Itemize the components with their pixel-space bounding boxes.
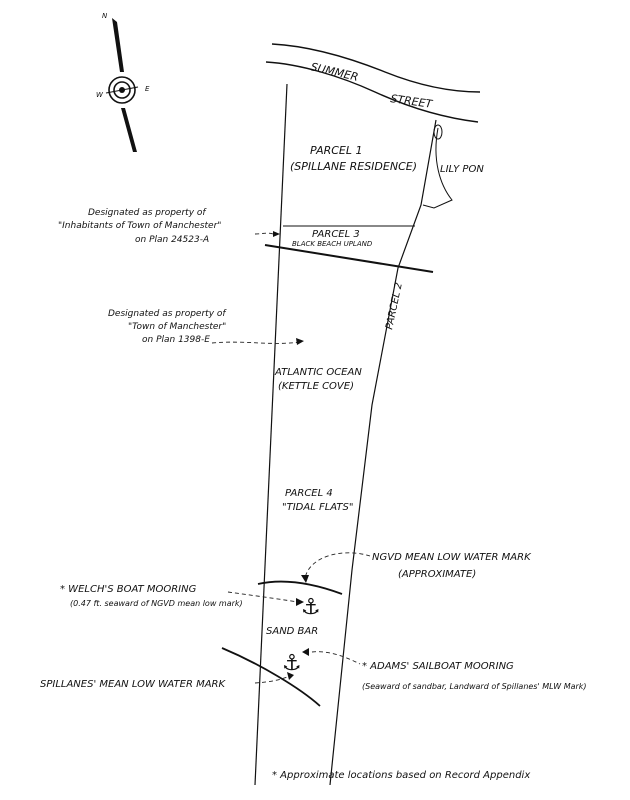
adams-anchor-icon: ⚓ xyxy=(282,651,302,676)
parcel-2-label: PARCEL 2 xyxy=(384,282,405,331)
compass-west-label: W xyxy=(96,91,104,99)
inhabitants-note-2: "Inhabitants of Town of Manchester" xyxy=(58,221,221,231)
welch-mooring-note: (0.47 ft. seaward of NGVD mean low mark) xyxy=(70,599,243,608)
spillane-arrow xyxy=(287,672,294,680)
welch-anchor-icon: ⚓ xyxy=(301,595,321,620)
summer-street-north-edge xyxy=(271,43,481,93)
compass-outer-ring xyxy=(108,76,136,104)
parcel-1-sub: (SPILLANE RESIDENCE) xyxy=(290,160,417,173)
parcel-3-south-line xyxy=(264,244,434,273)
compass-east-west-bar xyxy=(105,86,139,94)
inhabitants-note-1: Designated as property of xyxy=(88,208,207,218)
parcel-1-label: PARCEL 1 xyxy=(310,144,363,157)
compass-rose: N E W xyxy=(96,12,150,152)
spillane-mlw-label: SPILLANES' MEAN LOW WATER MARK xyxy=(40,679,227,690)
inhabitants-note-3: on Plan 24523-A xyxy=(135,235,209,245)
summer-label: SUMMER xyxy=(309,60,359,84)
compass-inner-ring xyxy=(113,81,131,99)
welch-arrow xyxy=(296,598,304,606)
adams-arrow xyxy=(302,648,309,656)
strip-east-boundary xyxy=(329,119,437,786)
compass-east-label: E xyxy=(145,85,150,93)
spillane-low-water-line xyxy=(221,647,321,707)
town-arrow xyxy=(296,338,304,345)
parcel-3-label: PARCEL 3 xyxy=(312,229,360,240)
welch-mooring-label: * WELCH'S BOAT MOORING xyxy=(60,584,197,595)
footnote: * Approximate locations based on Record … xyxy=(272,770,530,781)
parcel-4-sub: "TIDAL FLATS" xyxy=(282,502,353,513)
town-note-1: Designated as property of xyxy=(108,309,227,319)
adams-mooring-note: (Seaward of sandbar, Landward of Spillan… xyxy=(362,682,587,691)
town-note-3: on Plan 1398-E xyxy=(142,335,210,345)
ngvd-arrow xyxy=(301,575,309,583)
adams-leader xyxy=(311,651,361,665)
lily-pond-label: LILY PON xyxy=(440,164,484,175)
lily-pond-outlet xyxy=(433,124,443,140)
inhabitants-leader xyxy=(254,232,274,235)
inhabitants-arrow xyxy=(273,231,280,237)
compass-north-label: N xyxy=(102,12,108,20)
compass-north-needle xyxy=(112,18,124,72)
strip-west-boundary xyxy=(254,83,288,786)
spillane-leader xyxy=(254,675,291,684)
street-label: STREET xyxy=(390,92,435,111)
town-note-2: "Town of Manchester" xyxy=(128,322,226,332)
sand-bar-label: SAND BAR xyxy=(266,626,318,637)
ocean-label: ATLANTIC OCEAN xyxy=(274,367,362,378)
town-leader xyxy=(211,341,301,344)
ocean-sub: (KETTLE COVE) xyxy=(278,381,354,392)
parcel-4-label: PARCEL 4 xyxy=(285,488,333,499)
lily-pond-edge xyxy=(422,127,453,209)
ngvd-label-1: NGVD MEAN LOW WATER MARK xyxy=(372,552,532,563)
ngvd-label-2: (APPROXIMATE) xyxy=(398,569,476,580)
compass-south-needle xyxy=(121,108,137,152)
ngvd-low-water-line xyxy=(257,580,343,595)
parcel-3-sub: BLACK BEACH UPLAND xyxy=(292,240,373,248)
welch-leader xyxy=(227,591,299,603)
summer-street-south-edge xyxy=(265,61,479,123)
adams-mooring-label: * ADAMS' SAILBOAT MOORING xyxy=(362,661,514,672)
ngvd-leader xyxy=(304,552,371,579)
